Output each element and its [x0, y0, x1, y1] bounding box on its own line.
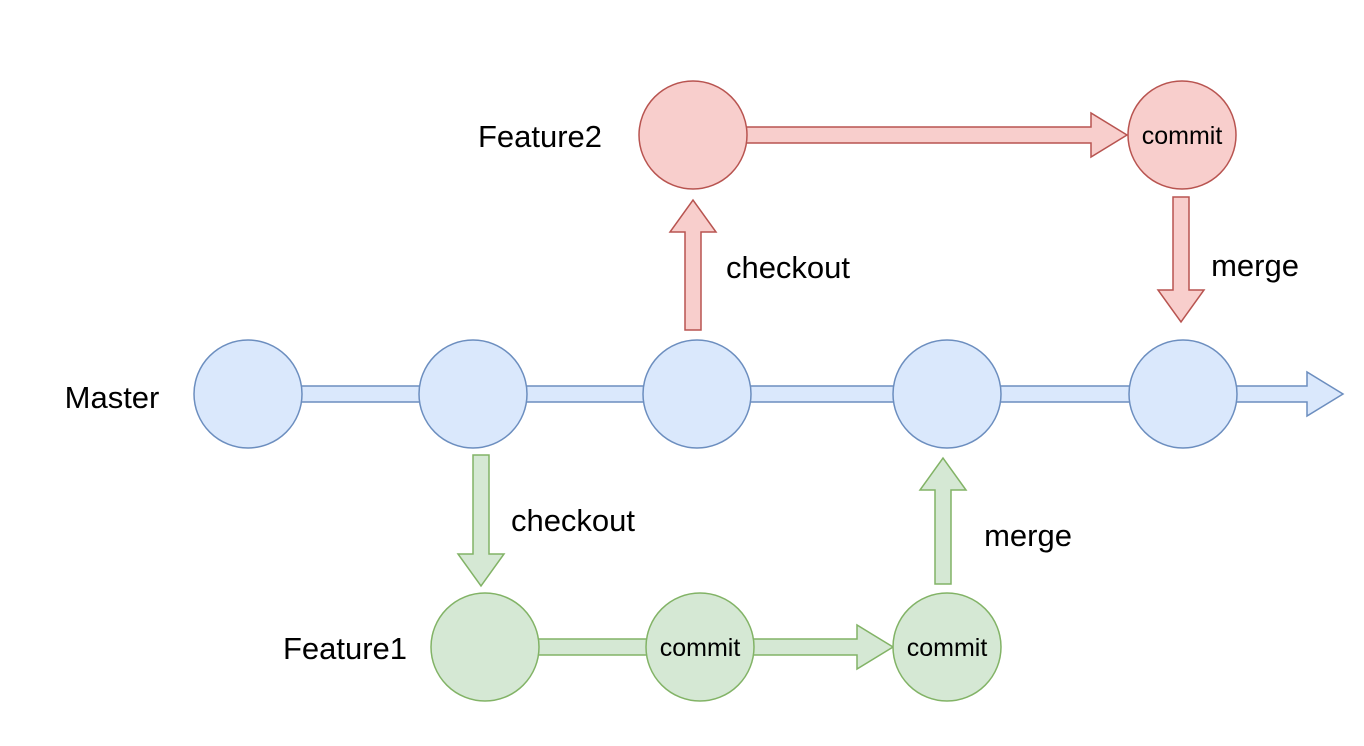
feature1-commit-node-2-label: commit — [907, 634, 988, 662]
feature1-branch-node — [430, 592, 540, 702]
feature1-branch-label: Feature1 — [283, 631, 407, 666]
master-commit-node-1 — [193, 339, 303, 449]
feature1-checkout-label: checkout — [511, 503, 635, 538]
master-commit-node-2 — [418, 339, 528, 449]
feature2-merge-arrow — [1156, 196, 1206, 324]
master-branch-label: Master — [65, 380, 160, 415]
feature1-merge-label: merge — [984, 518, 1072, 553]
master-branch: Master — [65, 339, 1345, 449]
master-commit-node-4 — [892, 339, 1002, 449]
feature2-branch-label: Feature2 — [478, 119, 602, 154]
master-commit-node-5 — [1128, 339, 1238, 449]
feature2-commit-arrow — [692, 111, 1129, 159]
feature2-branch: Feature2 commit checkout merge — [478, 80, 1299, 331]
feature2-commit-node-label: commit — [1142, 122, 1223, 150]
feature2-commit-node — [1127, 80, 1237, 190]
feature1-commit-node-1 — [645, 592, 755, 702]
feature2-merge-label: merge — [1211, 248, 1299, 283]
feature1-branch: Feature1 commit commit checkout merge — [283, 454, 1072, 702]
feature2-branch-node — [638, 80, 748, 190]
feature2-checkout-label: checkout — [726, 250, 850, 285]
feature1-merge-arrow — [918, 456, 968, 585]
feature2-checkout-arrow — [668, 198, 718, 331]
master-commit-node-3 — [642, 339, 752, 449]
feature1-checkout-arrow — [456, 454, 506, 588]
feature1-commit-node-2 — [892, 592, 1002, 702]
feature1-commit-node-1-label: commit — [660, 634, 741, 662]
